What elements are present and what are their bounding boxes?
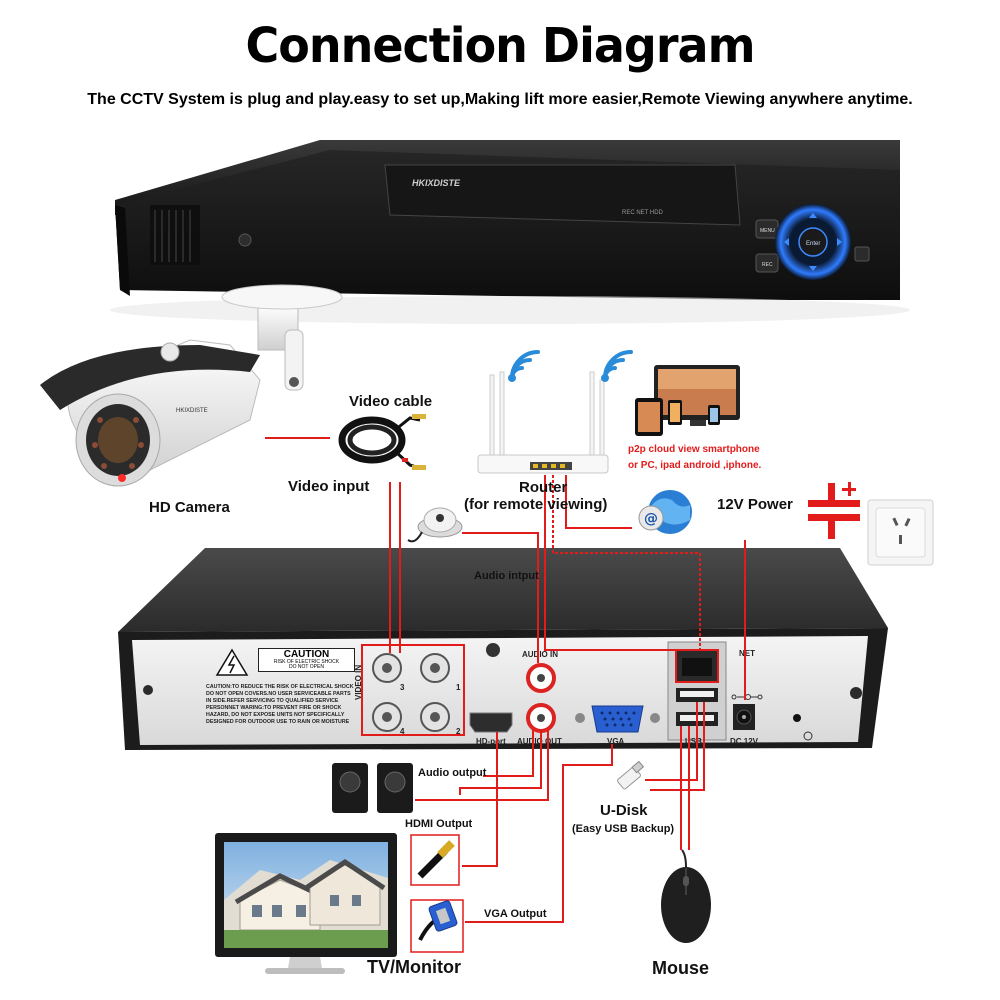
hd-port-label: HD-port <box>476 737 506 746</box>
video-in-label: VIDEO IN <box>354 665 363 700</box>
video-input-label: Video input <box>288 478 370 495</box>
vga-label: VGA <box>607 737 625 746</box>
p2p-line-2: or PC, ipad android ,iphone. <box>628 460 762 471</box>
caution-title: CAUTION <box>283 649 330 660</box>
audio-out-label: AUDIO OUT <box>517 737 562 746</box>
usb-drive-icon <box>617 760 645 790</box>
video-cable-icon <box>338 414 426 470</box>
mouse-label: Mouse <box>652 958 710 978</box>
camera-brand-text: HKIXDISTE <box>176 408 208 414</box>
svg-text:@: @ <box>644 511 658 527</box>
tv-monitor-label: TV/Monitor <box>367 957 461 977</box>
hdmi-output-label: HDMI Output <box>405 818 473 830</box>
enter-button-label: Enter <box>806 241 820 247</box>
wall-outlet-icon <box>867 499 934 566</box>
tv-monitor-icon <box>215 833 397 974</box>
power-label: 12V Power <box>717 496 793 513</box>
audio-in-label: AUDIO IN <box>522 650 558 659</box>
mouse-icon <box>661 849 711 943</box>
vga-cable-icon <box>418 900 458 941</box>
audio-input-label: Audio intput <box>474 570 539 582</box>
caution-label: CAUTION RISK OF ELECTRIC SHOCK DO NOT OP… <box>258 648 355 672</box>
caution-sub-2: DO NOT OPEN <box>289 664 324 670</box>
router-icon <box>477 371 609 474</box>
wifi-icon-right <box>601 350 633 382</box>
menu-button-label: MENU <box>760 228 775 234</box>
video-in-ch2-label: 2 <box>456 727 461 736</box>
hdmi-cable-icon <box>417 840 455 879</box>
usb-label: USB <box>685 737 702 746</box>
connection-cables <box>265 437 746 923</box>
hd-camera-icon: HKIXDISTE <box>40 284 343 487</box>
dvr-front-unit: HKIXDISTE REC NET HDD MENU REC Enter <box>110 140 910 324</box>
udisk-label: U-Disk <box>600 802 648 819</box>
remote-devices-icon <box>635 365 740 436</box>
video-in-ch1-label: 1 <box>456 683 461 692</box>
page-subtitle: The CCTV System is plug and play.easy to… <box>87 91 913 108</box>
rec-button-label: REC <box>762 262 773 268</box>
dc-power-symbol-icon <box>808 482 860 539</box>
video-in-ch4-label: 4 <box>400 727 405 736</box>
net-label: NET <box>739 649 755 658</box>
dvr-brand-text: HKIXDISTE <box>412 178 461 188</box>
video-cable-label: Video cable <box>349 393 433 410</box>
audio-output-label: Audio output <box>418 767 487 779</box>
wifi-icon-left <box>508 350 540 382</box>
udisk-note-label: (Easy USB Backup) <box>572 823 675 835</box>
video-in-ch3-label: 3 <box>400 683 405 692</box>
caution-text: CAUTION:TO REDUCE THE RISK OF ELECTRICAL… <box>206 684 354 725</box>
speakers-icon <box>332 763 413 813</box>
router-note-label: (for remote viewing) <box>464 496 608 513</box>
microphone-icon <box>407 507 463 543</box>
dvr-indicator-text: REC NET HDD <box>622 210 664 216</box>
caution-sub-1: RISK OF ELECTRIC SHOCK <box>273 659 340 665</box>
page-title: Connection Diagram <box>245 16 755 74</box>
rec-button-shape <box>755 253 779 273</box>
hd-camera-label: HD Camera <box>149 499 230 516</box>
router-label: Router <box>519 479 568 496</box>
dc12v-label: DC 12V <box>730 737 759 746</box>
p2p-line-1: p2p cloud view smartphone <box>628 444 760 455</box>
vga-output-label: VGA Output <box>484 908 547 920</box>
internet-globe-icon: @ <box>638 490 692 534</box>
